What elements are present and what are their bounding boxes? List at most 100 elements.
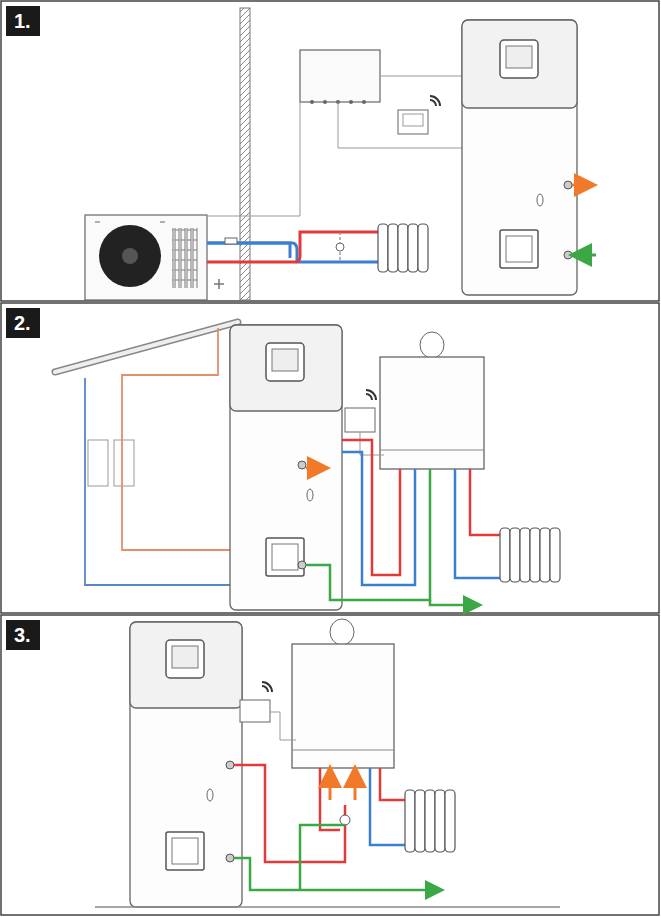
illustration-part: [418, 224, 428, 272]
illustration-part: [462, 20, 577, 295]
illustration-part: [340, 815, 350, 825]
panel-number: 2.: [6, 308, 40, 338]
illustration-part: [172, 646, 198, 668]
illustration-part: [342, 452, 415, 585]
illustration-part: [1, 615, 659, 915]
illustration-part: [172, 838, 198, 864]
illustration-part: [130, 622, 242, 907]
illustration-part: [506, 236, 532, 262]
illustration-part: [435, 790, 445, 852]
illustration-part: [405, 790, 455, 852]
illustration-part: [378, 224, 428, 272]
illustration-part: [172, 228, 198, 288]
illustration-part: [207, 76, 470, 216]
illustration-part: [114, 440, 134, 486]
illustration-part: [500, 230, 538, 268]
illustration-part: [234, 765, 345, 862]
illustration-part: [240, 700, 270, 722]
illustration-part: [530, 528, 540, 582]
illustration-part: [306, 469, 430, 600]
illustration-part: [564, 181, 572, 189]
illustration-part: [55, 322, 238, 372]
illustration-part: [336, 243, 344, 251]
illustration-part: [270, 712, 296, 740]
illustration-part: [266, 538, 304, 576]
illustration-part: [226, 854, 234, 862]
illustration-part: [430, 600, 478, 605]
illustration-part: [362, 100, 366, 104]
illustration-part: [500, 40, 538, 78]
illustration-part: [510, 528, 520, 582]
illustration-part: [398, 110, 428, 134]
illustration-part: [342, 440, 400, 575]
illustration-part: [320, 768, 340, 830]
illustration-part: [354, 770, 357, 800]
panel-number: 1.: [6, 6, 40, 36]
illustration-part: [166, 832, 204, 870]
illustration-part: [85, 378, 235, 585]
illustration-part: [207, 232, 378, 262]
illustration-part: [1, 303, 659, 613]
illustration-part: [95, 222, 165, 223]
illustration-part: [330, 619, 354, 645]
illustration-part: [323, 100, 327, 104]
illustration-part: [380, 768, 405, 800]
illustration-part: [398, 224, 408, 272]
illustration-part: [408, 224, 418, 272]
illustration-part: [405, 790, 415, 852]
illustration-part: [310, 100, 314, 104]
illustration-part: [130, 622, 242, 708]
illustration-part: [298, 561, 306, 569]
illustration-part: [540, 528, 550, 582]
illustration-part: [122, 328, 235, 550]
illustration-part: [292, 750, 394, 751]
illustration-part: [230, 325, 342, 610]
illustration-part: [55, 322, 238, 372]
illustration-part: [470, 469, 500, 535]
illustration-part: [388, 224, 398, 272]
illustration-part: [537, 194, 543, 206]
illustration-part: [300, 825, 345, 890]
illustration-part: [462, 20, 577, 108]
illustration-part: [307, 489, 313, 501]
illustration-part: [425, 790, 435, 852]
illustration-part: [160, 222, 165, 223]
illustration-part: [230, 325, 342, 411]
illustration-part: [415, 790, 425, 852]
illustration-part: [234, 858, 440, 890]
illustration-part: [207, 243, 290, 258]
illustration-part: [95, 906, 560, 908]
illustration-part: [564, 251, 572, 259]
illustration-part: [378, 224, 388, 272]
illustration-part: [1, 1, 659, 301]
illustration-part: [403, 114, 423, 126]
illustration-part: [99, 225, 161, 287]
illustration-part: [500, 528, 510, 582]
illustration-part: [500, 528, 560, 582]
illustration-part: [455, 469, 500, 578]
panel-number: 3.: [6, 620, 40, 650]
illustration-part: [572, 184, 592, 187]
illustration-part: [272, 349, 298, 371]
illustration-part: [380, 357, 484, 469]
illustration-part: [225, 238, 237, 244]
illustration-part: [207, 243, 378, 262]
illustration-part: [262, 682, 272, 692]
illustration-part: [122, 248, 138, 264]
panel-number-text: 2.: [14, 312, 31, 334]
illustration-part: [506, 46, 532, 68]
illustration-part: [370, 768, 405, 845]
illustration-part: [430, 96, 440, 106]
illustration-part: [329, 770, 332, 800]
illustration-part: [380, 450, 484, 451]
illustration-part: [445, 790, 455, 852]
illustration-part: [272, 544, 298, 570]
illustration-part: [300, 50, 380, 102]
illustration-part: [574, 254, 596, 257]
panel-number-text: 3.: [14, 624, 31, 646]
illustration-part: [85, 215, 207, 300]
illustration-part: [292, 644, 394, 768]
illustration-part: [207, 789, 213, 801]
